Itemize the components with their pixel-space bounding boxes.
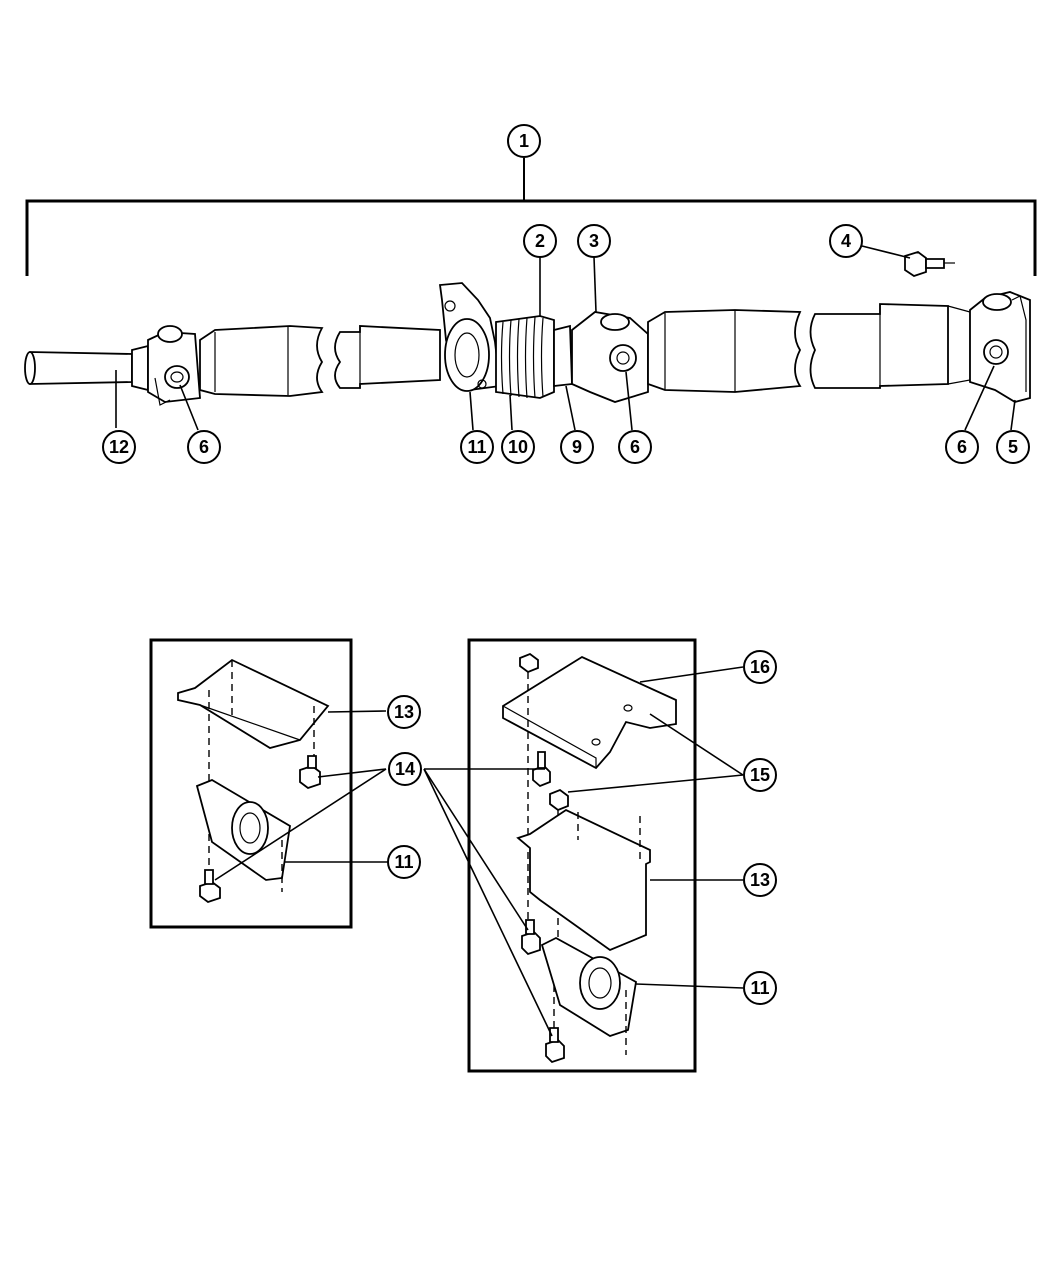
- callout-6-mid: 6: [618, 430, 652, 464]
- callout-12: 12: [102, 430, 136, 464]
- callout-6-right-label: 6: [957, 437, 967, 457]
- callout-6-mid-label: 6: [630, 437, 640, 457]
- callout-5-label: 5: [1008, 437, 1018, 457]
- callout-4: 4: [829, 224, 863, 258]
- callout-2: 2: [523, 224, 557, 258]
- callout-11-top-label: 11: [467, 437, 486, 457]
- callout-12-label: 12: [109, 437, 129, 457]
- callout-4-label: 4: [841, 231, 851, 251]
- ujoint-rear-flange: [969, 291, 1031, 403]
- callout-3: 3: [577, 224, 611, 258]
- mid-tube: [334, 325, 441, 389]
- callout-11-left-detail-label: 11: [394, 852, 413, 872]
- slip-shaft: [24, 344, 149, 392]
- callout-11-left-detail: 11: [387, 845, 421, 879]
- callout-16: 16: [743, 650, 777, 684]
- center-bearing: [438, 282, 501, 392]
- callout-3-label: 3: [589, 231, 599, 251]
- callout-15: 15: [743, 758, 777, 792]
- bolt-4: [904, 251, 955, 277]
- callout-1-label: 1: [519, 131, 529, 151]
- callout-13-left-label: 13: [394, 702, 414, 722]
- assembly-bracket: [25, 158, 1037, 276]
- callout-14: 14: [388, 752, 422, 786]
- ujoint-mid: [571, 311, 649, 403]
- detail-box-right: [467, 638, 697, 1073]
- top-leaders: [115, 245, 1016, 431]
- callout-16-label: 16: [750, 657, 770, 677]
- front-tube: [199, 325, 324, 397]
- callout-10-label: 10: [508, 437, 528, 457]
- callout-14-label: 14: [395, 759, 415, 779]
- callout-9: 9: [560, 430, 594, 464]
- callout-11-right-detail-label: 11: [750, 978, 769, 998]
- callout-13-right: 13: [743, 863, 777, 897]
- bottom-leaders: [214, 666, 744, 1037]
- callout-13-right-label: 13: [750, 870, 770, 890]
- callout-6-right: 6: [945, 430, 979, 464]
- callout-5: 5: [996, 430, 1030, 464]
- slip-yoke: [553, 324, 573, 388]
- callout-15-label: 15: [750, 765, 770, 785]
- boot: [495, 315, 555, 399]
- detail-box-left: [149, 638, 353, 929]
- callout-11-right-detail: 11: [743, 971, 777, 1005]
- callout-9-label: 9: [572, 437, 582, 457]
- rear-tube-1: [647, 309, 802, 393]
- callout-13-left: 13: [387, 695, 421, 729]
- callout-6-left: 6: [187, 430, 221, 464]
- ujoint-left: [147, 325, 201, 406]
- rear-tube-2: [809, 303, 971, 389]
- callout-6-left-label: 6: [199, 437, 209, 457]
- callout-10: 10: [501, 430, 535, 464]
- callout-2-label: 2: [535, 231, 545, 251]
- callout-11-top: 11: [460, 430, 494, 464]
- callout-1: 1: [507, 124, 541, 158]
